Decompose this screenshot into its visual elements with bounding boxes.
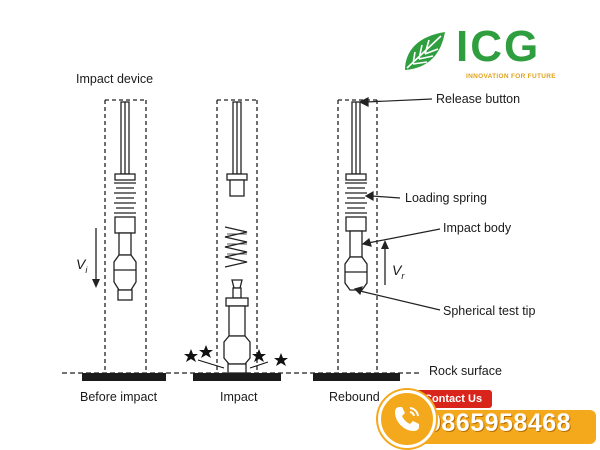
logo-tagline: INNOVATION FOR FUTURE <box>466 73 556 80</box>
velocity-vi-arrow <box>92 228 100 288</box>
velocity-vr-arrow <box>381 240 389 285</box>
vi-symbol: V <box>76 256 86 272</box>
vr-subscript: r <box>401 270 405 281</box>
release-button-label: Release button <box>436 92 521 106</box>
phone-icon <box>395 407 419 431</box>
device-impact <box>223 101 251 374</box>
device-rebound <box>344 101 368 291</box>
rock-slab-impact <box>193 373 281 381</box>
impact-body-label: Impact body <box>443 221 512 235</box>
device-before-impact <box>113 101 137 301</box>
contact-phone-number[interactable]: 0865958468 <box>427 409 572 437</box>
rebound-label: Rebound <box>329 390 380 404</box>
velocity-vi-label: Vi <box>76 256 87 275</box>
rock-slab-before <box>82 373 166 381</box>
impact-stars <box>184 345 288 369</box>
loading-spring-label: Loading spring <box>405 191 488 205</box>
device-outline-impact <box>216 99 258 373</box>
vi-subscript: i <box>85 264 88 275</box>
logo-wordmark: ICG <box>456 22 541 71</box>
contact-widget[interactable]: Contact Us 0865958468 <box>378 384 600 450</box>
contact-us-tag[interactable]: Contact Us <box>414 390 493 408</box>
contact-phone-bar[interactable] <box>408 410 596 444</box>
before-impact-label: Before impact <box>80 390 158 404</box>
device-outline-before <box>104 99 147 373</box>
velocity-vr-label: Vr <box>392 262 404 281</box>
impact-device-label: Impact device <box>76 72 154 86</box>
contact-call-button[interactable] <box>378 390 436 448</box>
rock-slab-rebound <box>313 373 400 381</box>
callout-leaders <box>353 97 441 311</box>
impact-label: Impact <box>220 390 258 404</box>
leaf-logo-icon <box>405 32 445 70</box>
vr-symbol: V <box>392 262 402 278</box>
rock-surface-label: Rock surface <box>429 364 502 378</box>
spherical-test-tip-label: Spherical test tip <box>443 304 536 318</box>
device-outline-rebound <box>337 99 378 373</box>
